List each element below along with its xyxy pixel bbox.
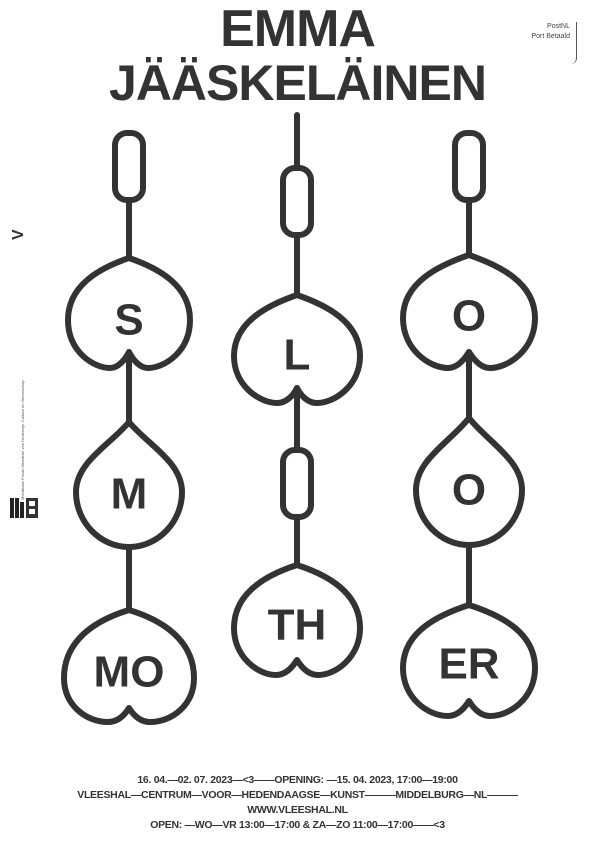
mondriaan-logo-icon: [10, 498, 38, 518]
chain-link: [452, 130, 486, 203]
heart-shape: [400, 602, 538, 719]
letter-middle-2: TH: [268, 601, 327, 650]
chain-link: [112, 130, 146, 203]
right-chain: [400, 130, 538, 719]
footer-dates: 16. 04.—02. 07. 2023—<3——OPENING: —15. 0…: [137, 774, 458, 786]
chain-link: [280, 165, 314, 238]
postage-stamp: PostNL Port Betaald: [505, 22, 577, 64]
letter-right-3: ER: [438, 640, 499, 689]
middle-chain: [231, 112, 363, 678]
footer-venue: VLEESHAL—CENTRUM—VOOR—HEDENDAAGSE—KUNST—…: [77, 789, 518, 801]
letter-left-1: S: [114, 296, 143, 345]
footer-opening-hours: OPEN: —WO—VR 13:00—17:00 & ZA—ZO 11:00—1…: [150, 819, 445, 831]
postage-line-1: PostNL: [547, 23, 570, 30]
heart-shape: [61, 607, 197, 725]
footer-website: WWW.VLEESHAL.NL: [247, 804, 348, 816]
letter-right-1: O: [452, 292, 486, 341]
letter-left-2: M: [111, 470, 148, 519]
letter-right-2: O: [452, 466, 486, 515]
artist-last-name: JÄÄSKELÄINEN: [109, 55, 487, 111]
letter-left-3: MO: [94, 648, 165, 697]
artist-first-name: EMMA: [220, 0, 376, 58]
postage-line-2: Port Betaald: [531, 33, 570, 40]
heart-shape: [231, 562, 363, 678]
chain-link: [280, 447, 314, 520]
letter-middle-1: L: [284, 331, 311, 380]
left-chain: [61, 130, 197, 725]
